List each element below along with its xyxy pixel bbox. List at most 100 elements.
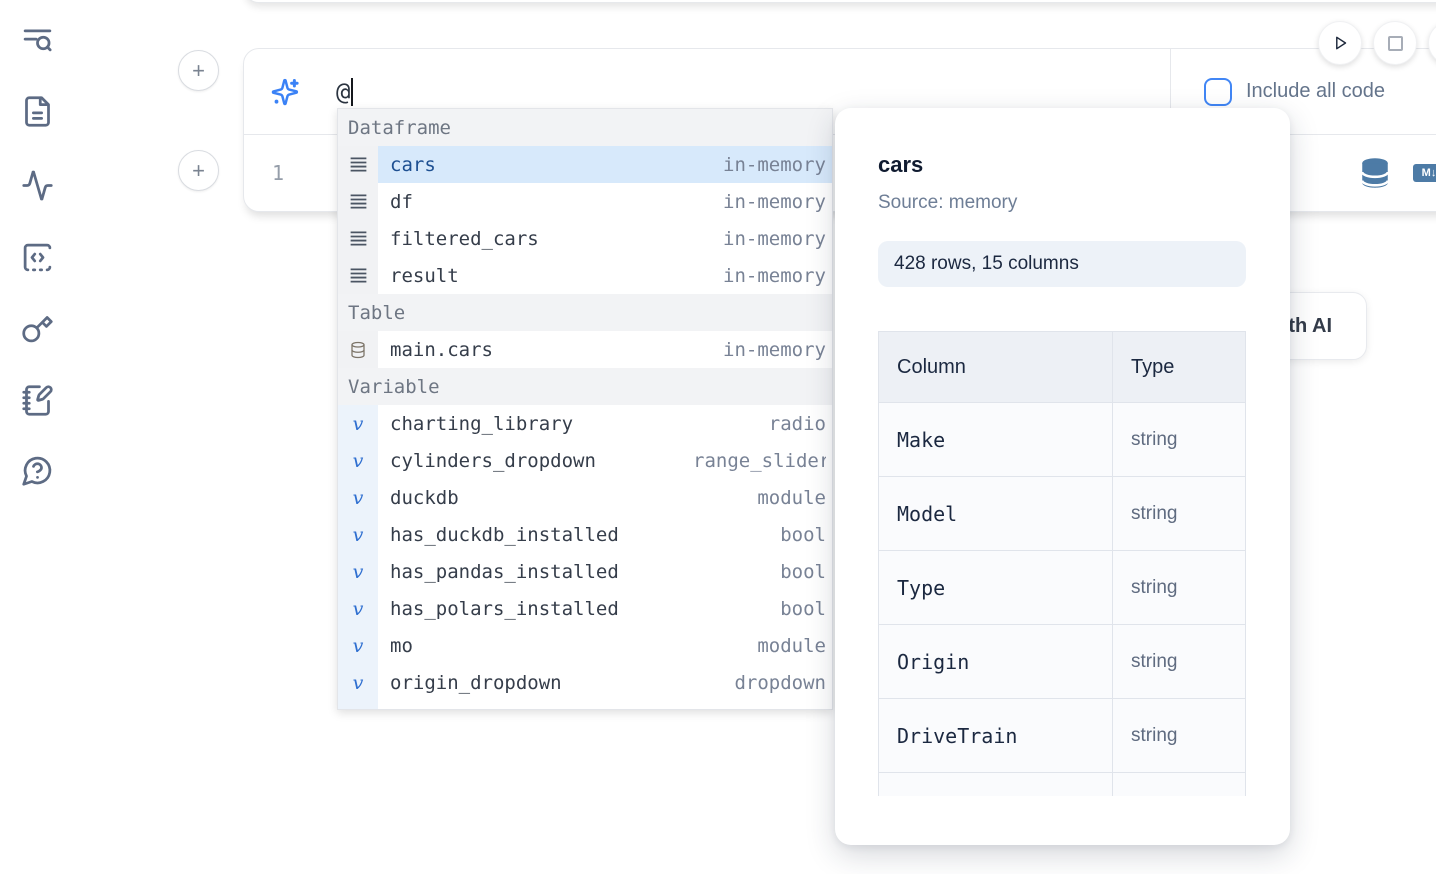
completion-item-has_polars_installed[interactable]: v has_polars_installed bool — [338, 590, 832, 627]
text-cursor — [351, 77, 354, 106]
completion-item-name: cars — [390, 153, 436, 176]
variable-icon: v — [352, 560, 364, 583]
markdown-icon[interactable]: M↓ — [1413, 164, 1436, 182]
completion-item-gutter — [338, 331, 378, 368]
database-icon[interactable] — [1357, 156, 1393, 190]
completion-item-type: module — [757, 709, 826, 710]
variable-icon: v — [352, 486, 364, 509]
play-icon — [1336, 36, 1347, 50]
completion-item-type: in-memory — [723, 264, 826, 287]
help-chat-icon[interactable] — [18, 451, 56, 489]
completion-item-name: mo — [390, 634, 413, 657]
completion-item-filtered_cars[interactable]: filtered_cars in-memory — [338, 220, 832, 257]
add-cell-below-button[interactable]: + — [178, 150, 219, 191]
schema-column-name: Make — [878, 402, 1113, 477]
completion-section-header: Table — [338, 294, 832, 331]
stop-cell-button[interactable] — [1373, 21, 1417, 65]
variable-icon: v — [352, 634, 364, 657]
completion-item-gutter: v — [338, 701, 378, 709]
schema-header-type: Type — [1112, 331, 1246, 403]
document-icon[interactable] — [18, 92, 56, 130]
completion-item-type: in-memory — [723, 227, 826, 250]
completion-item-gutter: v — [338, 442, 378, 479]
completion-item-gutter: v — [338, 664, 378, 701]
variable-icon: v — [352, 523, 364, 546]
completion-item-pd[interactable]: vpdmodule — [338, 701, 832, 710]
completion-item-type: in-memory — [723, 190, 826, 213]
completion-item-name: has_duckdb_installed — [390, 523, 619, 546]
completion-item-gutter: v — [338, 516, 378, 553]
completion-item-type: in-memory — [723, 153, 826, 176]
schema-column-name: Origin — [878, 624, 1113, 699]
completion-item-duckdb[interactable]: v duckdb module — [338, 479, 832, 516]
completion-item-type: bool — [780, 597, 826, 620]
completion-item-type: module — [757, 486, 826, 509]
preview-source: Source: memory — [878, 192, 1018, 213]
add-cell-above-button[interactable]: + — [178, 50, 219, 91]
completion-item-type: radio — [768, 412, 826, 435]
completion-item-name: main.cars — [390, 338, 493, 361]
ai-prompt-input[interactable]: @ — [244, 49, 1170, 134]
completion-item-gutter: v — [338, 405, 378, 442]
include-all-code-checkbox[interactable] — [1204, 77, 1232, 106]
dataframe-icon — [348, 191, 369, 212]
run-cell-button[interactable] — [1318, 21, 1362, 65]
completion-item-name: has_polars_installed — [390, 597, 619, 620]
include-all-code-panel: Include all code — [1170, 49, 1436, 134]
file-explorer-search-icon[interactable] — [18, 21, 56, 59]
table-database-icon — [349, 341, 367, 359]
preview-title: cars — [878, 152, 924, 177]
variable-icon: v — [352, 597, 364, 620]
completion-section-header: Variable — [338, 368, 832, 405]
dataframe-icon — [348, 265, 369, 286]
schema-column-type: string — [1112, 476, 1246, 551]
variable-icon: v — [352, 671, 364, 694]
line-number: 1 — [272, 161, 285, 185]
completion-section-header: Dataframe — [338, 109, 832, 146]
completion-item-gutter: v — [338, 553, 378, 590]
completion-item-type: dropdown — [734, 671, 826, 694]
completion-item-result[interactable]: result in-memory — [338, 257, 832, 294]
completion-item-name: filtered_cars — [390, 227, 539, 250]
completion-item-df[interactable]: df in-memory — [338, 183, 832, 220]
completion-item-cars[interactable]: cars in-memory — [338, 146, 832, 183]
completion-item-charting_library[interactable]: v charting_library radio — [338, 405, 832, 442]
code-editor-row[interactable]: 1 M↓ — [244, 135, 1436, 211]
completion-item-name: cylinders_dropdown — [390, 449, 596, 472]
prompt-text: @ — [336, 77, 354, 106]
completion-item-name: duckdb — [390, 486, 459, 509]
completion-item-name: result — [390, 264, 459, 287]
completion-item-origin_dropdown[interactable]: v origin_dropdown dropdown — [338, 664, 832, 701]
completion-item-type: range_slider — [693, 449, 826, 472]
preview-shape-badge: 428 rows, 15 columns — [878, 241, 1246, 287]
cell-actions: M↓ — [1357, 156, 1436, 190]
completion-item-name: df — [390, 190, 413, 213]
completion-item-has_duckdb_installed[interactable]: v has_duckdb_installed bool — [338, 516, 832, 553]
scratchpad-notebook-icon[interactable] — [18, 381, 56, 419]
snippets-code-icon[interactable] — [18, 238, 56, 276]
include-all-code-label: Include all code — [1246, 80, 1385, 102]
schema-column-name: Type — [878, 550, 1113, 625]
schema-column-name: DriveTrain — [878, 698, 1113, 773]
variable-icon: v — [352, 412, 364, 435]
completion-item-cylinders_dropdown[interactable]: v cylinders_dropdown range_slider — [338, 442, 832, 479]
key-icon[interactable] — [18, 309, 56, 347]
dataframe-icon — [348, 154, 369, 175]
completion-item-gutter — [338, 257, 378, 294]
completion-item-type: bool — [780, 560, 826, 583]
completion-item-name: origin_dropdown — [390, 671, 562, 694]
variable-icon: v — [352, 449, 364, 472]
completion-item-name: charting_library — [390, 412, 574, 435]
schema-column-type: string — [1112, 550, 1246, 625]
completion-item-type: bool — [780, 523, 826, 546]
activity-icon[interactable] — [18, 166, 56, 204]
